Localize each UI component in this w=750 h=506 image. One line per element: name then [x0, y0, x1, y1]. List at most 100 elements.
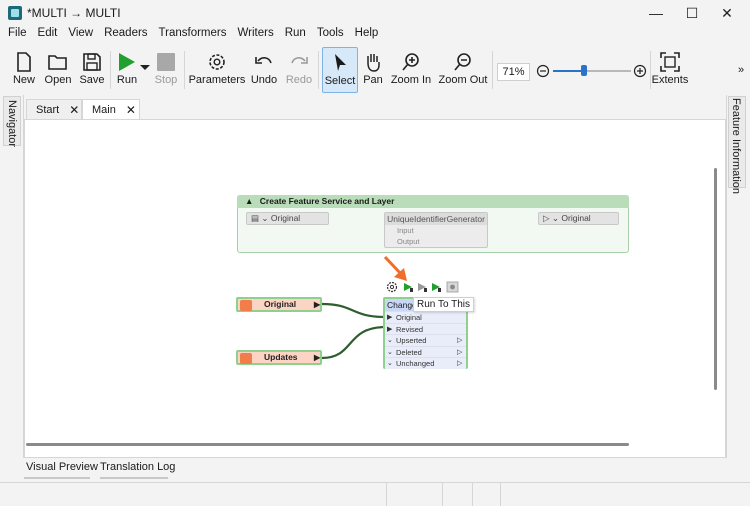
bookmark-writer-original[interactable]: ▷ ⌄ Original [538, 212, 619, 225]
zoom-out-icon [454, 53, 471, 71]
menu-readers[interactable]: Readers [104, 27, 148, 39]
close-button[interactable]: ✕ [721, 4, 733, 21]
undo-label: Undo [250, 74, 278, 86]
pointer-icon [335, 54, 346, 71]
port-deleted-label: Deleted [396, 347, 422, 357]
output-arrow-icon[interactable]: ▷ [457, 337, 463, 344]
reader-original-label: Original [264, 299, 297, 309]
run-button[interactable]: Run [114, 47, 140, 93]
connection-original[interactable] [321, 302, 387, 319]
port-upserted[interactable]: ⌄Upserted▷ [385, 334, 466, 346]
output-arrow-icon[interactable]: ▷ [457, 348, 463, 356]
zoom-in-label: Zoom In [390, 74, 432, 86]
stop-button[interactable]: Stop [153, 47, 179, 93]
play-icon [119, 53, 135, 71]
transformer-input-port[interactable]: Input [397, 226, 414, 235]
menu-transformers[interactable]: Transformers [158, 27, 227, 39]
run-only-this-icon[interactable] [432, 283, 441, 292]
zoom-out-label: Zoom Out [438, 74, 488, 86]
parameters-button[interactable]: Parameters [189, 47, 245, 93]
new-button[interactable]: New [10, 47, 38, 93]
run-to-this-icon[interactable] [404, 283, 413, 292]
redo-button[interactable]: Redo [285, 47, 313, 93]
select-button[interactable]: Select [322, 47, 358, 93]
close-icon[interactable]: ✕ [69, 102, 80, 117]
output-arrow-icon[interactable]: ▶ [314, 300, 321, 309]
menu-run[interactable]: Run [284, 27, 306, 39]
feature-information-tab[interactable] [728, 96, 746, 188]
folder-icon [48, 55, 67, 70]
open-button[interactable]: Open [43, 47, 73, 93]
extents-label: Extents [651, 74, 689, 86]
zoom-slider-thumb[interactable] [581, 65, 588, 76]
toolbar-separator [492, 51, 493, 89]
reader-updates[interactable]: Updates ▶ [236, 350, 322, 365]
open-label: Open [44, 74, 72, 86]
output-arrow-icon[interactable]: ▶ [314, 353, 321, 362]
reader-original[interactable]: Original ▶ [236, 297, 322, 312]
transformer-mini-toolbar [386, 281, 459, 293]
collapse-icon[interactable]: ▲ [245, 196, 254, 206]
zoom-out-button[interactable]: Zoom Out [439, 47, 487, 93]
maximize-button[interactable]: ☐ [685, 4, 699, 21]
navigator-tab[interactable] [3, 96, 21, 146]
redo-label: Redo [285, 74, 313, 86]
menu-writers[interactable]: Writers [237, 27, 274, 39]
undo-button[interactable]: Undo [250, 47, 278, 93]
tab-translation-log[interactable]: Translation Log [100, 461, 176, 473]
vertical-scrollbar[interactable] [714, 168, 717, 390]
tab-underline [100, 477, 168, 479]
zoom-level-field[interactable]: 71% [497, 63, 530, 81]
run-dropdown[interactable] [139, 47, 151, 93]
transformer-output-port[interactable]: Output [397, 237, 420, 246]
toolbar-separator [184, 51, 185, 89]
select-label: Select [324, 75, 356, 87]
menu-file[interactable]: File [8, 27, 27, 39]
bookmark-feature-original-label: Original [270, 213, 301, 223]
reader-icon [240, 300, 252, 311]
gear-icon[interactable] [386, 281, 398, 293]
reader-icon [240, 353, 252, 364]
bookmark-feature-original[interactable]: ▤ ⌄ Original [246, 212, 329, 225]
save-button[interactable]: Save [78, 47, 106, 93]
horizontal-scrollbar[interactable] [26, 443, 629, 446]
connection-updates[interactable] [321, 325, 387, 360]
port-deleted[interactable]: ⌄Deleted ▷ [385, 345, 466, 357]
toolbar-overflow-button[interactable]: » [738, 64, 745, 76]
feature-type-icon: ▤ ⌄ [251, 213, 271, 223]
menu-tools[interactable]: Tools [316, 27, 344, 39]
inspect-icon[interactable] [446, 281, 459, 293]
bookmark-header[interactable]: ▲ Create Feature Service and Layer [237, 195, 629, 208]
tab-main[interactable]: Main ✕ [82, 99, 140, 119]
menu-help[interactable]: Help [354, 27, 379, 39]
port-original[interactable]: ▶Original [385, 311, 466, 323]
zoom-minus-icon[interactable] [536, 64, 550, 78]
status-cell [472, 483, 500, 506]
pan-button[interactable]: Pan [361, 47, 385, 93]
output-arrow-icon[interactable]: ▷ [457, 360, 463, 367]
extents-button[interactable]: Extents [652, 47, 688, 93]
run-from-this-icon[interactable] [418, 283, 427, 292]
zoom-slider-fill [553, 70, 585, 72]
annotation-arrowhead [394, 268, 407, 281]
zoom-in-button[interactable]: Zoom In [391, 47, 431, 93]
minimize-button[interactable]: — [649, 5, 663, 21]
undo-icon [255, 57, 272, 64]
menu-edit[interactable]: Edit [37, 27, 58, 39]
bookmark-title: Create Feature Service and Layer [259, 196, 395, 206]
workspace-canvas[interactable] [24, 119, 726, 458]
zoom-in-icon [402, 53, 419, 71]
chevron-down-icon: ⌄ [387, 348, 393, 356]
menu-view[interactable]: View [68, 27, 94, 39]
zoom-slider-track[interactable] [553, 70, 631, 72]
tab-start[interactable]: Start ✕ [26, 99, 82, 119]
zoom-plus-icon[interactable] [633, 64, 647, 78]
port-unchanged[interactable]: ⌄Unchanged▷ [385, 357, 466, 369]
close-icon[interactable]: ✕ [125, 102, 136, 117]
redo-icon [291, 57, 308, 64]
tooltip: Run To This [413, 297, 474, 312]
port-revised[interactable]: ▶Revised [385, 322, 466, 334]
tab-visual-preview[interactable]: Visual Preview [26, 461, 98, 473]
port-unchanged-label: Unchanged [396, 359, 435, 368]
